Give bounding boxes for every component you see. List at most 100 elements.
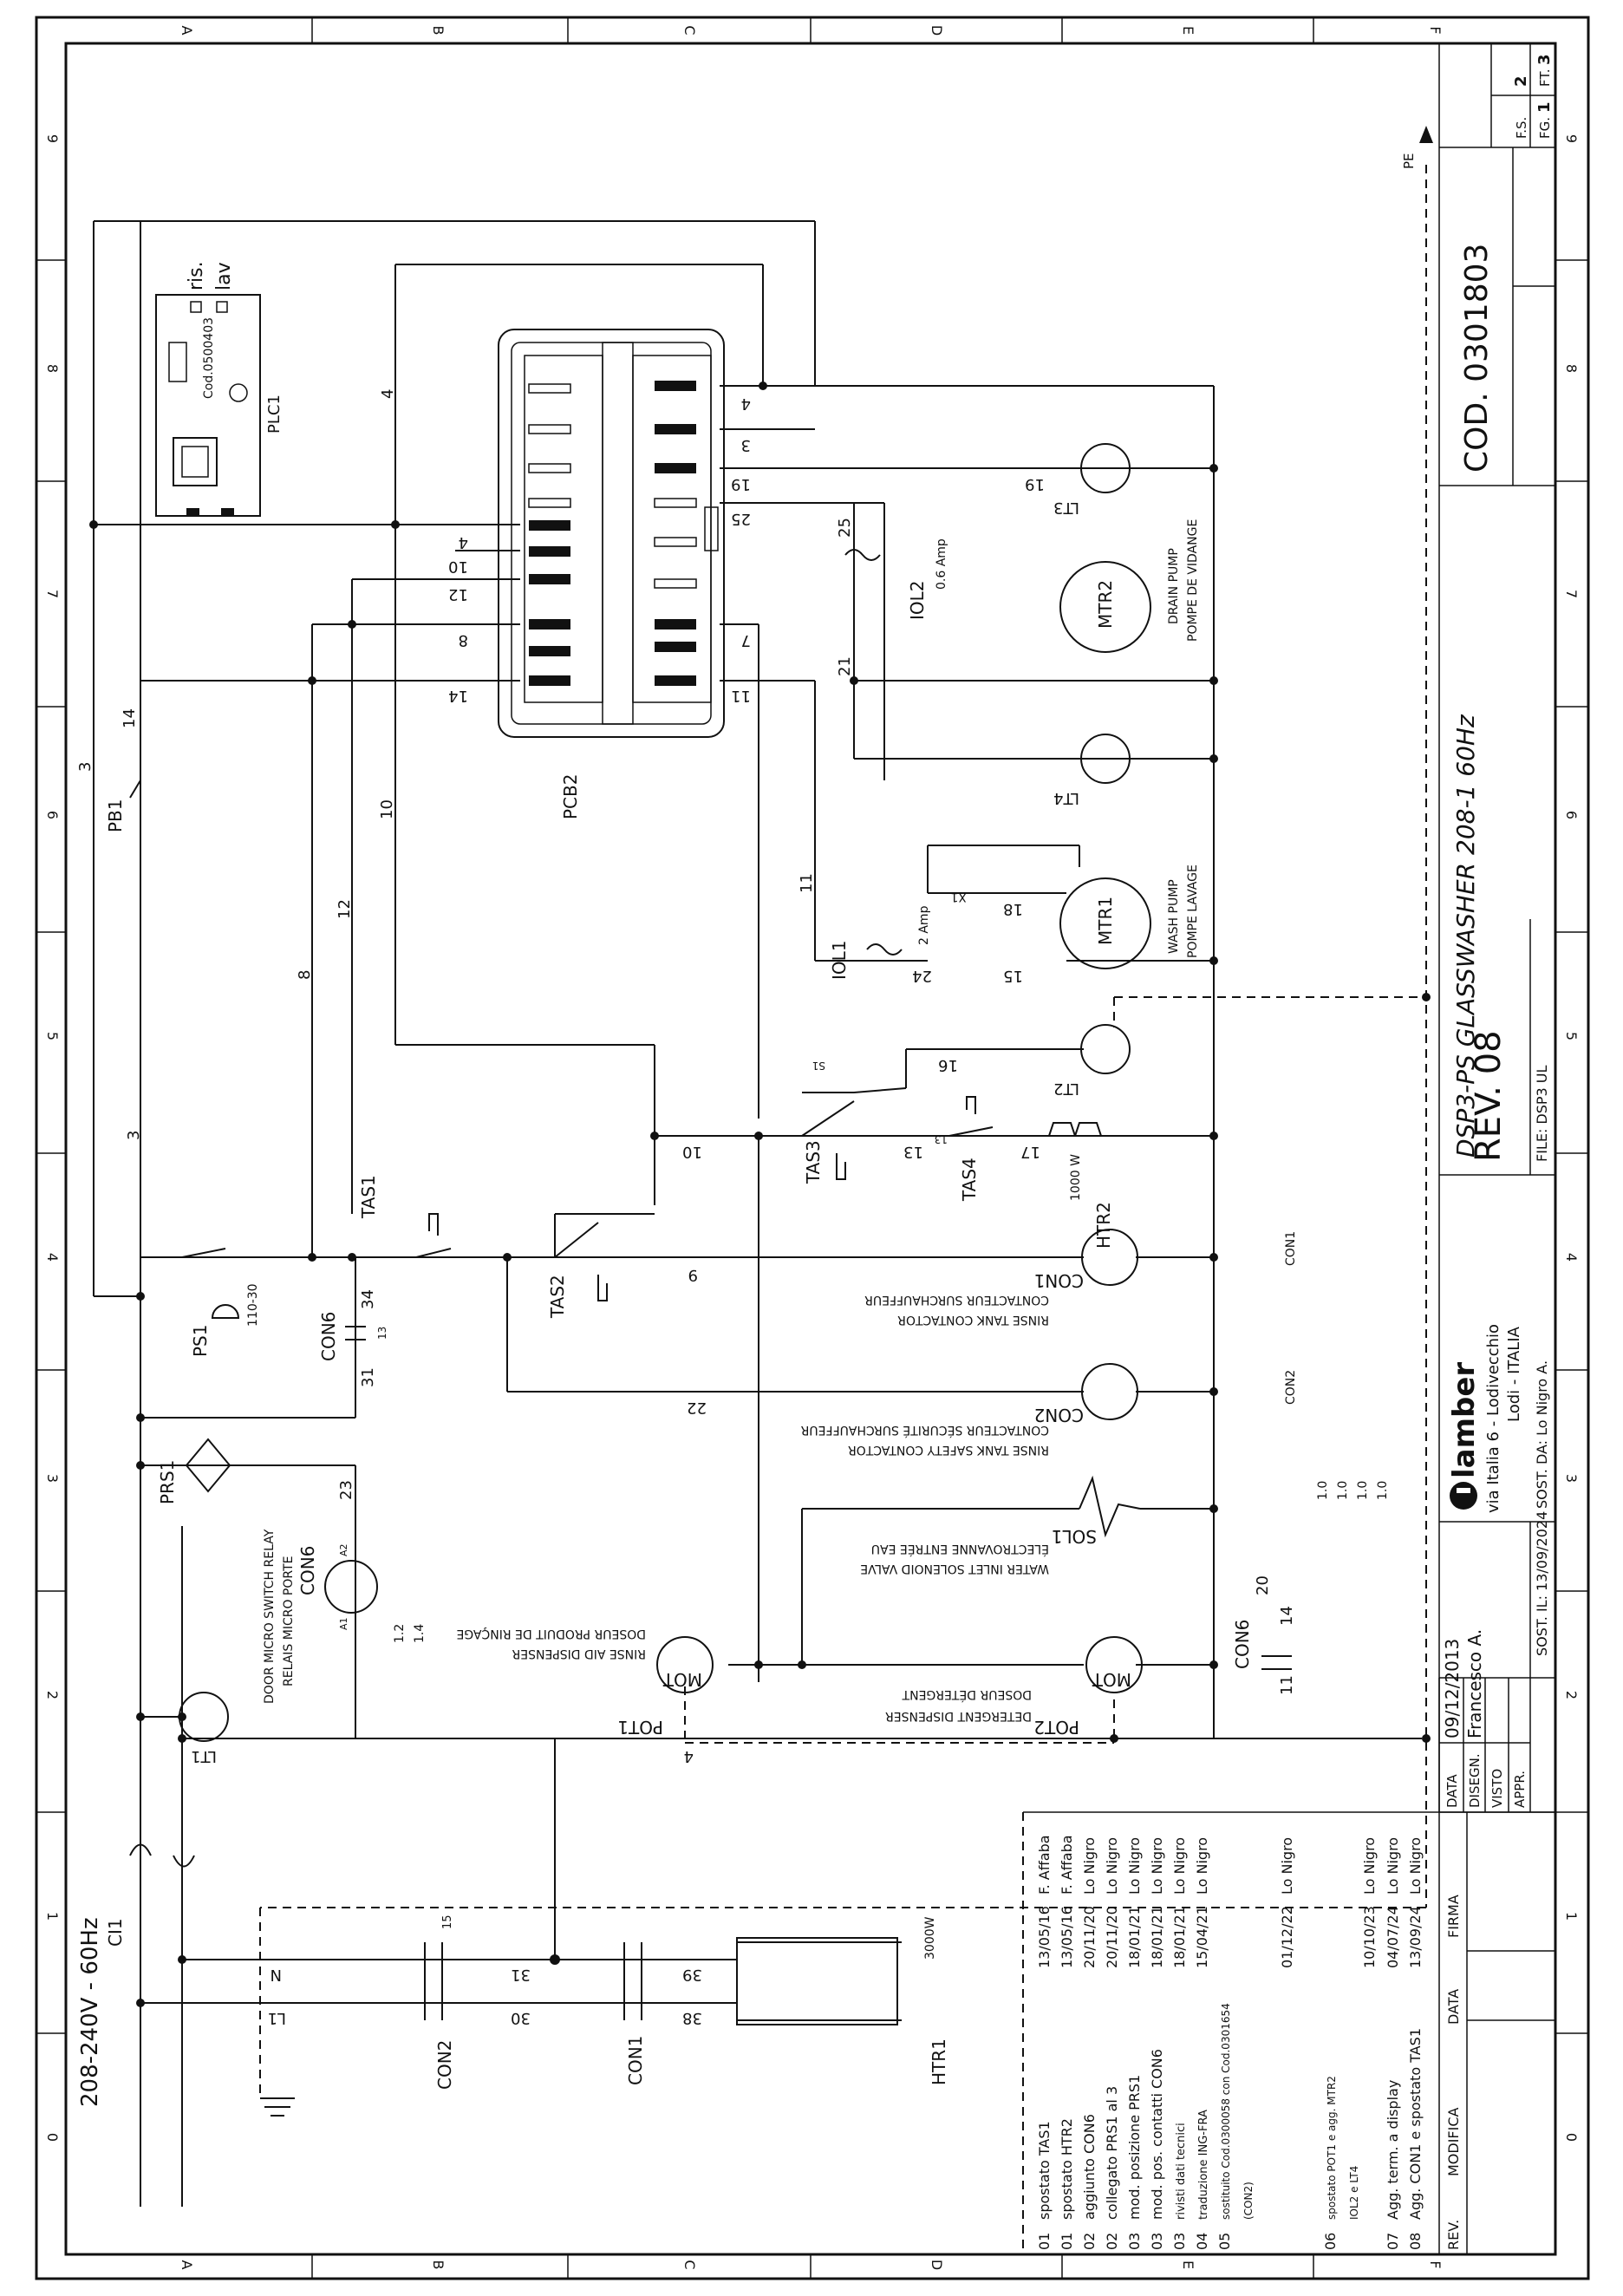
wire-number: 3: [741, 436, 751, 454]
con2-aux-label: CON2: [1284, 1370, 1298, 1405]
wire-number: 3: [76, 762, 95, 772]
zone-label: 0: [44, 2133, 61, 2142]
svg-text:spostato TAS1: spostato TAS1: [1036, 2121, 1053, 2220]
svg-text:01/12/22: 01/12/22: [1279, 1906, 1295, 1968]
svg-text:IOL2 e LT4: IOL2 e LT4: [1348, 2166, 1360, 2220]
wire-number: 14: [121, 708, 139, 728]
door-relay-fr: RELAIS MICRO PORTE: [282, 1556, 296, 1687]
a2-terminal: A2: [338, 1543, 349, 1556]
svg-text:13/05/16: 13/05/16: [1059, 1906, 1075, 1968]
wire-number: 38: [682, 2009, 702, 2027]
data-column-header: DATA: [1445, 1989, 1462, 2025]
svg-text:traduzione ING-FRA: traduzione ING-FRA: [1197, 2110, 1210, 2220]
wire-number: 4: [379, 389, 397, 399]
svg-text:Lo Nigro: Lo Nigro: [1407, 1837, 1424, 1895]
wire-number: S1: [812, 1060, 825, 1072]
ps1-range: 110-30: [246, 1283, 260, 1327]
svg-text:Agg. CON1 e spostato TAS1: Agg. CON1 e spostato TAS1: [1407, 2028, 1424, 2220]
con1-coil-label: CON1: [1034, 1270, 1084, 1291]
wire-number: 25: [731, 510, 751, 528]
zone-label: 2: [1563, 1691, 1580, 1699]
con6-contact-label: CON6: [1232, 1620, 1253, 1669]
svg-text:03: 03: [1171, 2233, 1188, 2250]
htr2-label: HTR2: [1093, 1202, 1114, 1249]
wire-number: 23: [337, 1480, 355, 1500]
svg-text:Lo Nigro: Lo Nigro: [1361, 1837, 1378, 1895]
svg-text:01: 01: [1036, 2233, 1053, 2250]
drain-pump-en: DRAIN PUMP: [1167, 548, 1181, 624]
zone-label: 9: [44, 134, 61, 143]
ft-value: 3: [1535, 54, 1554, 65]
svg-text:13/09/24: 13/09/24: [1407, 1906, 1424, 1968]
svg-text:collegato PRS1 al 3: collegato PRS1 al 3: [1104, 2086, 1120, 2220]
plc1-label: PLC1: [265, 395, 284, 434]
svg-text:05: 05: [1216, 2233, 1233, 2250]
rinse-aid-en: RINSE AID DISPENSER: [512, 1647, 646, 1660]
wire-number: 16: [938, 1056, 958, 1074]
zone-label: 8: [44, 364, 61, 373]
tas4-label: TAS4: [959, 1158, 980, 1202]
rinse-aid-fr: DOSEUR PRODUIT DE RINÇAGE: [456, 1627, 646, 1640]
wire-number: 8: [459, 631, 468, 649]
a1-terminal: A1: [338, 1617, 349, 1630]
wire-number: L1: [268, 2009, 286, 2027]
wire-number: 15: [441, 1914, 454, 1929]
wire-number: X1: [951, 890, 968, 903]
zone-label: 1: [44, 1912, 61, 1921]
zone-label: 5: [44, 1032, 61, 1040]
revision-row: 02 aggiunto CON6 20/11/20 Lo Nigro: [1081, 1837, 1098, 2250]
wire-number: 10: [682, 1143, 702, 1161]
tas2-label: TAS2: [547, 1275, 568, 1319]
wire-number: 13: [376, 1327, 388, 1340]
pe-label: PE: [1401, 153, 1417, 169]
prs1-label: PRS1: [157, 1460, 178, 1504]
detergent-en: DETERGENT DISPENSER: [885, 1709, 1032, 1723]
pot1-mot: MOT: [662, 1669, 702, 1690]
revision-row: 01 spostato HTR2 13/05/16 F. Affaba: [1059, 1835, 1075, 2250]
firma-column-header: FIRMA: [1445, 1895, 1462, 1938]
svg-text:mod. posizione PRS1: mod. posizione PRS1: [1126, 2075, 1143, 2220]
file-name: FILE: DSP3 UL: [1534, 1065, 1550, 1162]
ci1-label: CI1: [105, 1918, 126, 1947]
zone-label: 3: [1563, 1474, 1580, 1483]
revision-row: 08 Agg. CON1 e spostato TAS1 13/09/24 Lo…: [1407, 1837, 1424, 2250]
water-inlet-fr: ÉLECTROVANNE ENTRÉE EAU: [871, 1542, 1049, 1556]
zone-label: 9: [1563, 134, 1580, 143]
wire-number: 22: [687, 1399, 707, 1417]
svg-text:04: 04: [1194, 2233, 1210, 2250]
disegn-value: Francesco A.: [1464, 1629, 1485, 1738]
zone-label: 7: [1563, 590, 1580, 598]
zone-label: 8: [1563, 364, 1580, 373]
iol2-label: IOL2: [907, 580, 928, 620]
zone-label: 7: [44, 590, 61, 598]
company-name: lamber: [1447, 1362, 1482, 1478]
svg-text:Lo Nigro: Lo Nigro: [1081, 1837, 1098, 1895]
svg-text:07: 07: [1385, 2233, 1401, 2250]
lt4-label: LT4: [1053, 789, 1079, 807]
pb1-label: PB1: [105, 799, 126, 832]
wire-number: 30: [511, 2009, 531, 2027]
mtr1-label: MTR1: [1095, 897, 1116, 945]
wire-number: 11: [731, 687, 751, 705]
fg-value: 1: [1535, 101, 1554, 113]
revision-row: 03 mod. pos. contatti CON6 18/01/21 Lo N…: [1149, 1837, 1165, 2250]
wire-number: 8: [296, 970, 314, 980]
junctions: [89, 382, 1431, 2007]
lt1-label: LT1: [191, 1747, 217, 1765]
wire-number: 11: [798, 873, 816, 893]
wire-number: 12: [448, 585, 468, 603]
rinse-safety-en: RINSE TANK SAFETY CONTACTOR: [848, 1443, 1049, 1457]
data-label: DATA: [1444, 1774, 1460, 1808]
con1-aux-label: CON1: [1284, 1231, 1298, 1266]
svg-text:08: 08: [1407, 2233, 1424, 2250]
wire-number: 17: [1020, 1143, 1040, 1161]
con2-label: CON2: [434, 2040, 455, 2090]
con6-label: CON6: [318, 1312, 339, 1361]
htr1-label: HTR1: [929, 2038, 949, 2085]
htr1-power: 3000W: [923, 1916, 937, 1960]
svg-text:20/11/20: 20/11/20: [1081, 1906, 1098, 1968]
revision-row: 04 traduzione ING-FRA 15/04/21 Lo Nigro: [1194, 1837, 1210, 2250]
wire-number: 18: [1003, 900, 1023, 918]
fg-label: FG.: [1537, 117, 1553, 139]
